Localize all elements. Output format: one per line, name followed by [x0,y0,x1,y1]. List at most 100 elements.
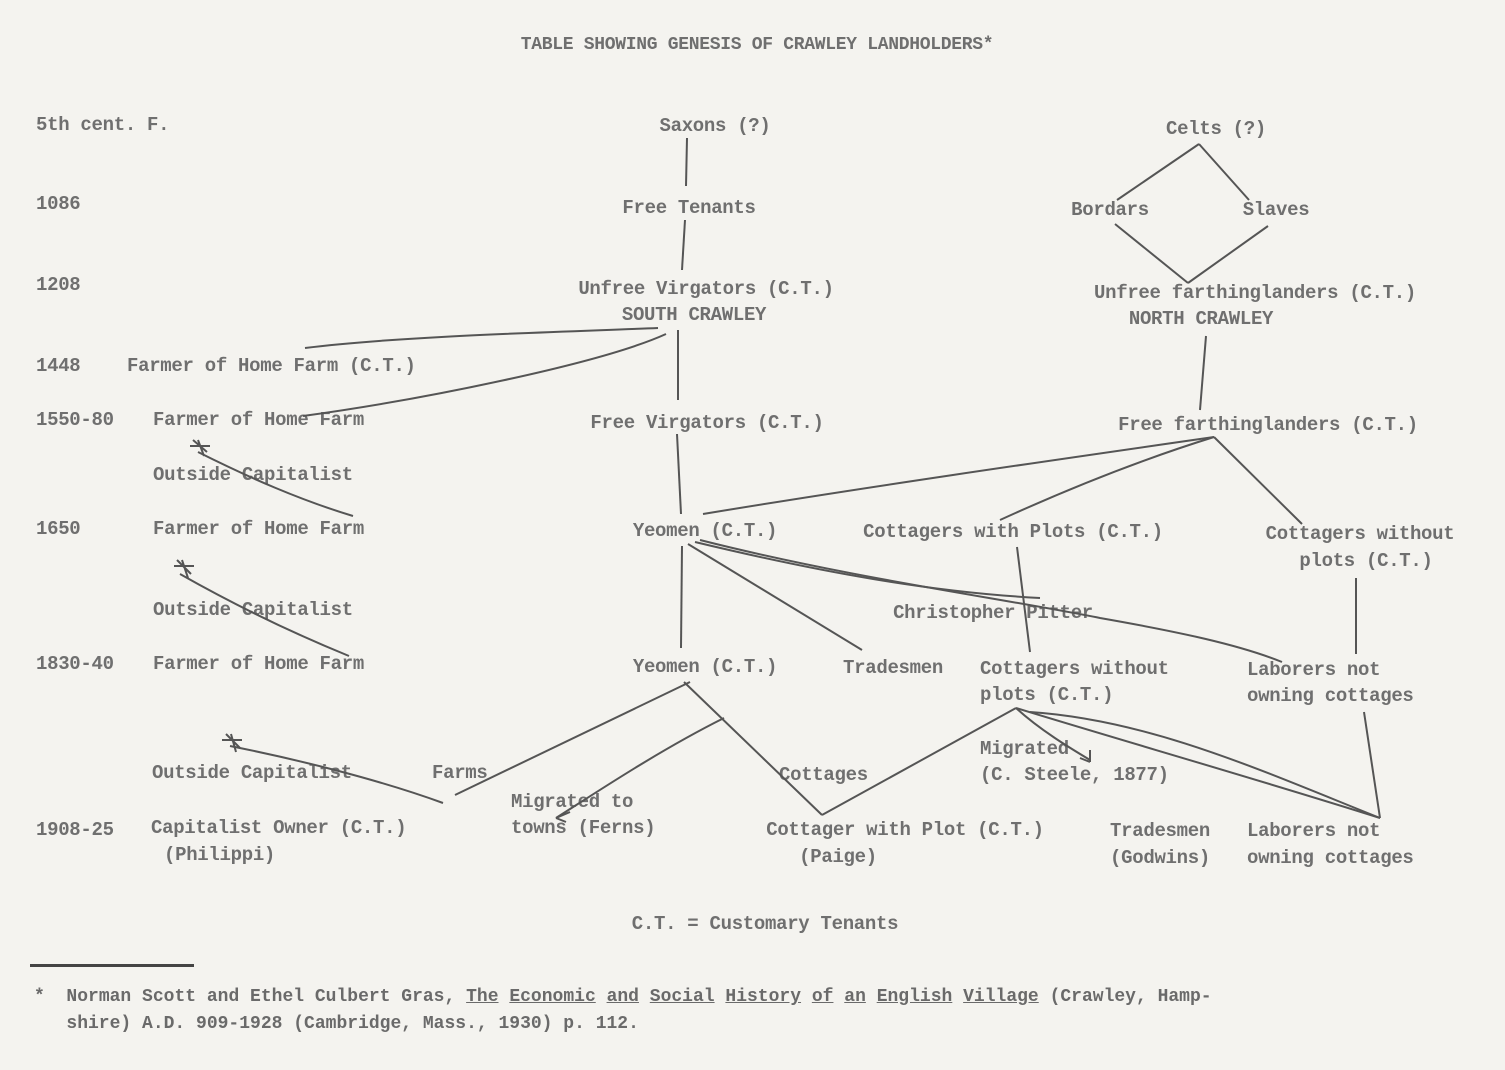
node-laborers-1908b: owning cottages [1247,847,1414,869]
link-slaves-unfree-farthing [1187,225,1269,284]
link-cottagers-without-migrated [1015,707,1091,761]
node-saxons: Saxons (?) [659,115,771,137]
node-migrated-steele: Migrated [980,738,1069,760]
link-saxons-free-tenants [685,137,688,187]
period-1908-25: 1908-25 [36,819,114,841]
link-yeomen-laborers [699,539,1283,663]
node-free-virgators: Free Virgators (C.T.) [590,412,824,434]
node-cottagers-with-plots: Cottagers with Plots (C.T.) [863,521,1163,543]
node-laborers-1830b: owning cottages [1247,685,1414,707]
link-celts-slaves [1198,143,1250,201]
node-farmer-home-farm-1448: Farmer of Home Farm (C.T.) [127,355,416,377]
period-1086: 1086 [36,193,81,215]
footnote-book-title-4: Social [649,987,715,1007]
node-migrated-towns-b: towns (Ferns) [511,817,656,839]
node-cottages: Cottages [779,764,868,786]
node-laborers-1830: Laborers not [1247,659,1381,681]
node-slaves: Slaves [1242,199,1310,221]
footnote-book-title-3: and [606,987,639,1007]
node-tradesmen-1908: Tradesmen [1110,820,1210,842]
link-free-farthing-yeomen [702,436,1215,515]
node-south-crawley: SOUTH CRAWLEY [621,304,767,326]
node-yeomen-1650: Yeomen (C.T.) [632,520,778,542]
node-godwins: (Godwins) [1110,847,1210,869]
node-migrated-towns: Migrated to [511,791,634,813]
node-cottagers-without-plots-2b: plots (C.T.) [980,684,1114,706]
footnote-rule [30,964,194,967]
footnote-book-title-9: Village [963,987,1039,1007]
period-1208: 1208 [36,274,81,296]
link-free-farthing-cottagers-plots [999,436,1215,521]
node-unfree-farthinglanders: Unfree farthinglanders (C.T.) [1094,282,1416,304]
link-yeomen-1650-yeomen-1830 [680,545,683,649]
legend-customary-tenants: C.T. = Customary Tenants [631,913,899,935]
link-free-virgators-yeomen [676,433,682,515]
node-cottagers-without-plots-2: Cottagers without [980,658,1169,680]
arrowhead-4 [555,811,571,823]
node-philippi: (Philippi) [164,844,276,866]
footnote-book-title-6: of [811,987,834,1007]
link-yeomen-1830-farms [454,681,691,796]
link-farmer-1830-outside-cap-2 [179,573,350,657]
arrowhead-1 [190,439,210,457]
period-1550-80: 1550-80 [36,409,114,431]
link-yeomen-tradesmen [687,543,863,651]
link-cottagers-without-laborers-1908b [1029,711,1381,819]
node-unfree-virgators: Unfree Virgators (C.T.) [578,278,834,300]
node-cottager-with-plot: Cottager with Plot (C.T.) [766,819,1044,841]
node-yeomen-1830: Yeomen (C.T.) [632,656,778,678]
node-capitalist-owner: Capitalist Owner (C.T.) [151,817,407,839]
node-farms: Farms [432,762,488,784]
link-bordars-unfree-farthing [1114,223,1189,284]
link-farmer-1650-outside-cap-1 [197,451,354,517]
node-outside-capitalist-2: Outside Capitalist [153,599,353,621]
footnote-marker: * [34,987,45,1007]
period-1650: 1650 [36,518,81,540]
footnote-book-title-5: History [725,987,802,1007]
link-yeomen-1830-migrated-towns [555,717,725,819]
node-migrated-steele-b: (C. Steele, 1877) [980,764,1169,786]
link-cottagers-plots-cottagers-without [1016,546,1031,653]
link-yeomen-1830-cottager-plot [683,681,823,816]
footnote-book-title-7: an [844,987,866,1007]
link-capitalist-owner-outside-cap-3 [229,745,444,804]
link-free-farthing-cottagers-without [1213,436,1303,525]
node-cottagers-without-plots-1b: plots (C.T.) [1299,550,1433,572]
footnote-book-title-2: Economic [509,987,596,1007]
diagram-title: TABLE SHOWING GENESIS OF CRAWLEY LANDHOL… [520,35,994,55]
period-5th-cent: 5th cent. F. [36,114,170,136]
node-laborers-1908: Laborers not [1247,820,1381,842]
node-paige: (Paige) [799,846,877,868]
link-laborers-1830-laborers-1908 [1363,711,1381,819]
node-farmer-home-farm-1650: Farmer of Home Farm [153,518,364,540]
node-cottagers-without-plots-1: Cottagers without [1265,523,1455,545]
node-bordars: Bordars [1071,199,1149,221]
link-celts-bordars [1116,143,1200,201]
node-celts: Celts (?) [1166,118,1266,140]
footnote-authors: Norman Scott and Ethel Culbert Gras, [66,987,456,1007]
footnote-book-title-1: The [466,987,499,1007]
footnote-line-2: shire) A.D. 909-1928 (Cambridge, Mass., … [66,1014,639,1034]
arrowhead-3 [222,733,242,753]
link-south-crawley-farmer-1550 [302,333,667,417]
node-free-farthinglanders: Free farthinglanders (C.T.) [1118,414,1418,436]
link-cottagers-without-laborers-1908 [1015,707,1381,819]
arrowhead-5 [1079,750,1091,763]
node-farmer-home-farm-1550: Farmer of Home Farm [153,409,364,431]
node-tradesmen-1830: Tradesmen [843,657,943,679]
node-outside-capitalist-1: Outside Capitalist [153,464,353,486]
link-cottagers-without-cottager-plot [821,707,1017,816]
period-1448: 1448 [36,355,81,377]
footnote-book-title-8: English [876,987,953,1007]
footnote-place: (Crawley, Hamp- [1049,987,1212,1007]
link-north-crawley-free-farthing [1199,335,1207,411]
link-south-crawley-farmer-1448 [304,327,659,349]
link-free-tenants-unfree-virgators [681,219,686,271]
footnote: * Norman Scott and Ethel Culbert Gras, T… [34,984,1212,1038]
arrowhead-2 [174,559,194,579]
link-yeomen-cottagers-without-2 [694,541,1041,599]
node-farmer-home-farm-1830: Farmer of Home Farm [153,653,364,675]
node-north-crawley: NORTH CRAWLEY [1128,308,1274,330]
